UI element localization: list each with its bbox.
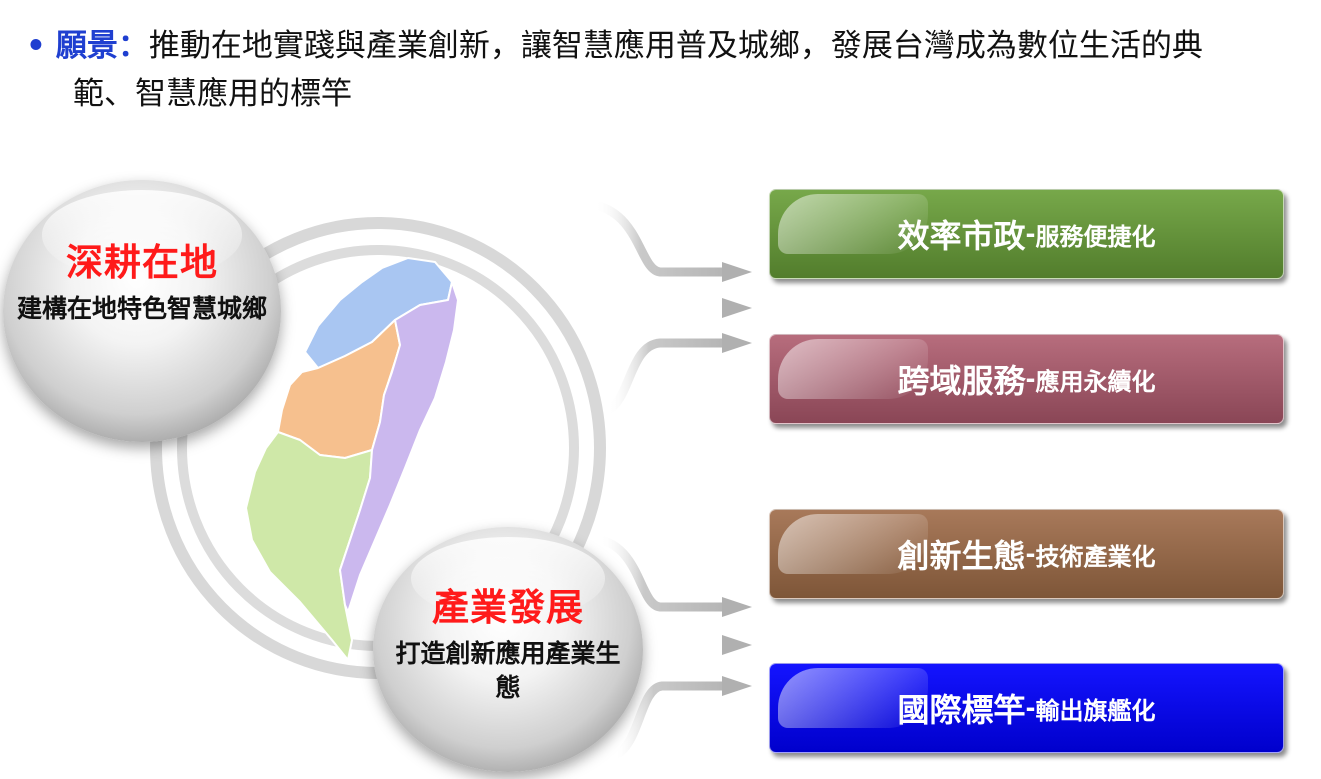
sphere-title: 產業發展 <box>432 586 584 629</box>
box-main-label: 跨域服務 <box>897 362 1026 400</box>
arrow-right-icon <box>722 262 752 282</box>
arrow-right-icon <box>722 676 752 696</box>
box-sub-label: 技術產業化 <box>1035 542 1156 571</box>
sphere-subtitle: 建構在地特色智慧城鄉 <box>16 294 267 323</box>
box-sub-label: 輸出旗艦化 <box>1035 696 1156 725</box>
box-main-label: 國際標竿 <box>897 691 1026 729</box>
box-main-label: 效率市政 <box>897 217 1026 255</box>
box-separator: - <box>1025 694 1036 722</box>
vision-text-line2: 範、智慧應用的標竿 <box>73 76 352 112</box>
box-sub-label: 服務便捷化 <box>1035 222 1156 251</box>
vision-label: 願景： <box>55 28 149 64</box>
box-cross-domain-service: 跨域服務-應用永續化 <box>769 334 1284 424</box>
arrow-group-top <box>593 200 752 415</box>
map-region-south <box>245 431 373 661</box>
arrow-right-icon <box>722 298 752 318</box>
box-sub-label: 應用永續化 <box>1035 367 1156 396</box>
box-international-benchmark: 國際標竿-輸出旗艦化 <box>769 663 1284 753</box>
sphere-industry-development: 產業發展 打造創新應用產業生態 <box>373 527 643 772</box>
box-main-label: 創新生態 <box>897 537 1026 575</box>
arrow-right-icon <box>722 333 752 353</box>
arrow-right-icon <box>722 635 752 655</box>
sphere-title: 深耕在地 <box>66 241 218 284</box>
sphere-local-cultivation: 深耕在地 建構在地特色智慧城鄉 <box>3 180 281 442</box>
vision-statement: •願景：推動在地實踐與產業創新，讓智慧應用普及城鄉，發展台灣成為數位生活的典 範… <box>26 22 1306 118</box>
bullet: • <box>26 28 46 64</box>
arrow-group-bottom <box>598 535 752 760</box>
box-separator: - <box>1025 540 1036 568</box>
taiwan-map-icon <box>245 257 459 661</box>
box-efficient-government: 效率市政-服務便捷化 <box>769 189 1284 279</box>
box-innovation-ecosystem: 創新生態-技術產業化 <box>769 509 1284 599</box>
sphere-subtitle: 打造創新應用產業生態 <box>395 639 621 702</box>
box-separator: - <box>1025 220 1036 248</box>
arrow-right-icon <box>722 597 752 617</box>
box-separator: - <box>1025 365 1036 393</box>
vision-text-line1: 推動在地實踐與產業創新，讓智慧應用普及城鄉，發展台灣成為數位生活的典 <box>148 28 1203 64</box>
